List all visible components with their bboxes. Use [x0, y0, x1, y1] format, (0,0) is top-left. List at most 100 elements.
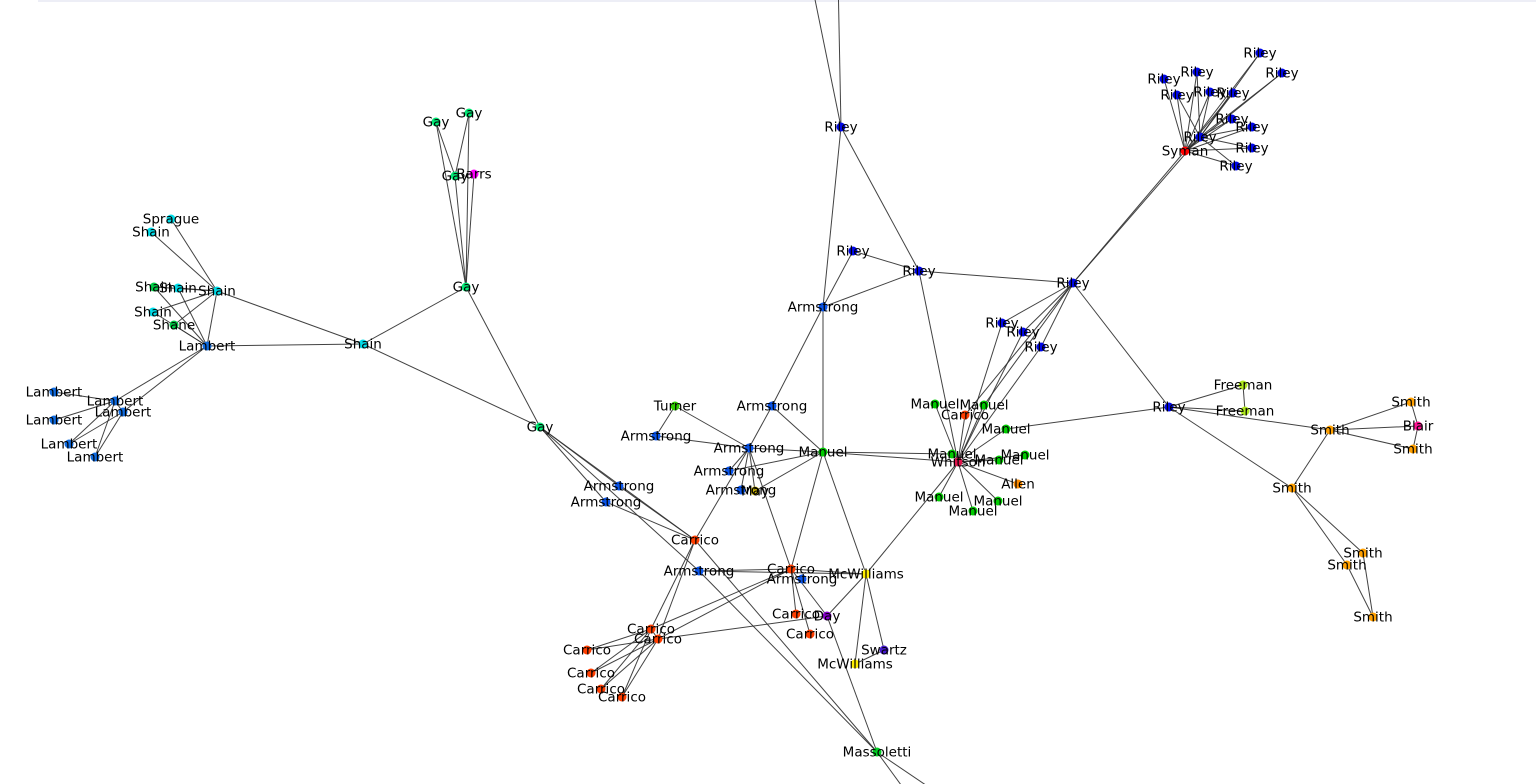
graph-node-shain: [173, 283, 183, 293]
graph-node-carrico: [960, 410, 970, 420]
graph-edge: [822, 451, 953, 455]
graph-node-armstrong: [767, 401, 777, 411]
graph-node-carrico: [586, 668, 596, 678]
graph-node-massoletti: [872, 747, 882, 757]
graph-node-carrico: [582, 645, 592, 655]
node-label: Riley: [1147, 72, 1180, 88]
node-label: Manuel: [974, 453, 1023, 469]
graph-node-riley: [1164, 402, 1174, 412]
graph-edge: [957, 461, 999, 502]
graph-edge: [740, 447, 750, 491]
graph-node-lambert: [64, 439, 74, 449]
node-label: Armstrong: [706, 483, 777, 499]
graph-edge: [854, 573, 867, 665]
graph-edge: [1199, 136, 1237, 167]
graph-edge: [1199, 118, 1233, 138]
graph-node-riley: [1036, 342, 1046, 352]
graph-edge: [1346, 564, 1374, 618]
graph-node-whitson: [953, 457, 963, 467]
graph-edge: [1329, 425, 1419, 431]
graph-node-riley: [1172, 90, 1182, 100]
graph-edge: [650, 568, 792, 630]
graph-edge: [748, 447, 824, 453]
graph-node-manuel: [947, 449, 957, 459]
graph-edge: [94, 400, 116, 458]
node-label: Manuel: [798, 445, 847, 461]
graph-edge: [876, 751, 926, 784]
graph-node-manuel: [979, 400, 989, 410]
node-label: Carrico: [786, 627, 834, 643]
node-label: Armstrong: [714, 441, 785, 457]
graph-node-riley: [1192, 67, 1202, 77]
node-label: Riley: [1152, 400, 1185, 416]
graph-node-armstrong: [797, 574, 807, 584]
node-label: Manuel: [1000, 448, 1049, 464]
graph-edge: [1163, 78, 1186, 152]
graph-edge: [694, 539, 878, 753]
graph-node-manuel: [1001, 424, 1011, 434]
graph-edge: [173, 290, 218, 326]
graph-node-freeman: [1240, 406, 1250, 416]
node-label: Lambert: [179, 339, 236, 355]
graph-node-riley: [1227, 114, 1237, 124]
graph-node-riley: [1247, 122, 1257, 132]
graph-node-day: [822, 611, 832, 621]
graph-edge: [1005, 406, 1170, 430]
graph-node-gay: [431, 117, 441, 127]
graph-edge: [435, 121, 467, 288]
graph-edge: [957, 461, 974, 512]
node-label: Riley: [1180, 65, 1213, 81]
node-label: Gay: [527, 420, 554, 436]
graph-edge: [754, 451, 824, 492]
graph-node-carrico: [653, 634, 663, 644]
graph-edge: [170, 218, 218, 292]
node-label: Riley: [1193, 85, 1226, 101]
graph-node-riley: [836, 122, 846, 132]
graph-node-riley: [1228, 88, 1238, 98]
graph-edge: [957, 461, 1019, 485]
graph-edge: [454, 112, 470, 177]
node-label: Blair: [1403, 419, 1434, 435]
node-label: Smith: [1343, 546, 1382, 562]
graph-edge: [1022, 282, 1074, 333]
node-label: Armstrong: [584, 479, 655, 495]
graph-edge: [694, 447, 750, 541]
graph-node-lambert: [49, 415, 59, 425]
graph-edge: [590, 638, 659, 674]
node-label: Shain: [135, 280, 173, 296]
graph-edge: [539, 426, 700, 572]
graph-node-allen: [1013, 479, 1023, 489]
node-label: Lambert: [26, 413, 83, 429]
node-label: Riley: [1215, 112, 1248, 128]
node-label: Riley: [836, 244, 869, 260]
node-label: Riley: [1006, 325, 1039, 341]
node-label: Riley: [1235, 120, 1268, 136]
graph-edge: [1168, 384, 1244, 408]
graph-node-smith: [1325, 425, 1335, 435]
graph-edge: [957, 346, 1042, 463]
graph-node-freeman: [1238, 380, 1248, 390]
graph-edge: [1291, 429, 1331, 489]
graph-edge: [216, 290, 364, 345]
graph-node-armstrong: [601, 497, 611, 507]
graph-node-lambert: [110, 396, 120, 406]
graph-edge: [1329, 401, 1412, 431]
graph-edge: [983, 282, 1074, 406]
graph-node-shain: [149, 282, 159, 292]
graph-edge: [1199, 72, 1283, 138]
graph-node-riley: [914, 266, 924, 276]
graph-edge: [362, 286, 467, 345]
graph-edge: [1168, 406, 1246, 412]
graph-node-armstrong: [818, 302, 828, 312]
graph-node-smith: [1406, 397, 1416, 407]
node-label: Carrico: [941, 408, 989, 424]
node-label: Smith: [1393, 442, 1432, 458]
graph-edge: [655, 405, 676, 437]
node-label: May: [741, 484, 769, 500]
graph-node-riley: [1277, 68, 1287, 78]
node-label: Riley: [1265, 66, 1298, 82]
graph-node-smith: [1342, 560, 1352, 570]
graph-edge: [826, 615, 878, 753]
graph-node-gay: [461, 282, 471, 292]
